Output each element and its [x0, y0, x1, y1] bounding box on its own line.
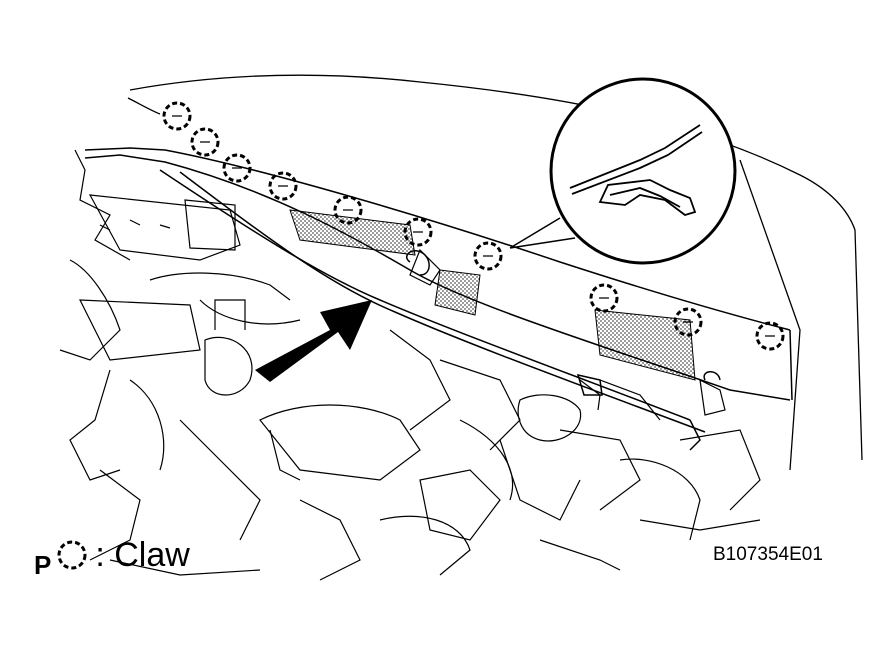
claw-marker: [333, 195, 363, 225]
claw-markers: [162, 101, 785, 351]
claw-marker: [755, 321, 785, 351]
claw-marker: [473, 241, 503, 271]
dashed-circle-icon: [57, 540, 87, 570]
cowl-louver: [84, 147, 793, 451]
claw-marker-centers: [172, 115, 775, 337]
legend-description: : Claw: [95, 538, 189, 572]
figure-id: B107354E01: [713, 544, 823, 565]
arrow-icon: [255, 300, 372, 382]
magnifier-callout-icon: [509, 77, 737, 265]
engine-components: [59, 149, 761, 581]
claw-marker: [162, 101, 192, 131]
legend-label-letter: P: [34, 550, 52, 580]
claw-marker: [403, 217, 433, 247]
claw-marker: [673, 307, 703, 337]
claw-marker: [190, 127, 220, 157]
claw-marker: [268, 171, 298, 201]
legend-claw-text: Claw: [114, 536, 190, 574]
claw-marker: [222, 153, 252, 183]
hood-outline: [127, 74, 863, 471]
claw-marker: [589, 283, 619, 313]
claw-legend: P : Claw: [34, 528, 190, 578]
legend-separator: :: [95, 536, 105, 574]
